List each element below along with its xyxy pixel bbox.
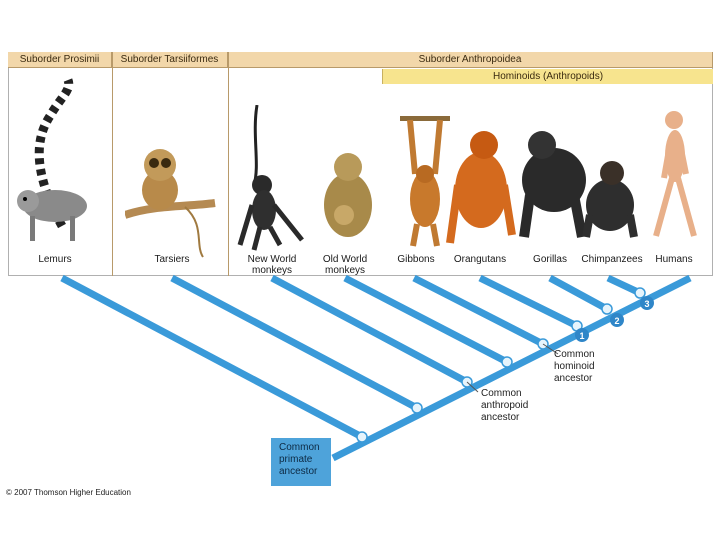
- tree-branches: [62, 278, 690, 458]
- node-tarsier-split: [412, 403, 422, 413]
- node-primate: [357, 432, 367, 442]
- node-gorilla-split: [602, 304, 612, 314]
- node-old-world-split: [502, 357, 512, 367]
- old-world-monkeys-branch: [345, 278, 507, 362]
- numbered-markers: 1 2 3: [575, 296, 654, 342]
- copyright-text: © 2007 Thomson Higher Education: [6, 488, 131, 497]
- gibbons-branch: [414, 278, 543, 344]
- gorillas-branch: [550, 278, 607, 309]
- node-chimp-human: [635, 288, 645, 298]
- marker-1-label: 1: [579, 331, 584, 341]
- trunk-branch: [333, 278, 690, 458]
- marker-3-label: 3: [644, 299, 649, 309]
- marker-2-label: 2: [614, 316, 619, 326]
